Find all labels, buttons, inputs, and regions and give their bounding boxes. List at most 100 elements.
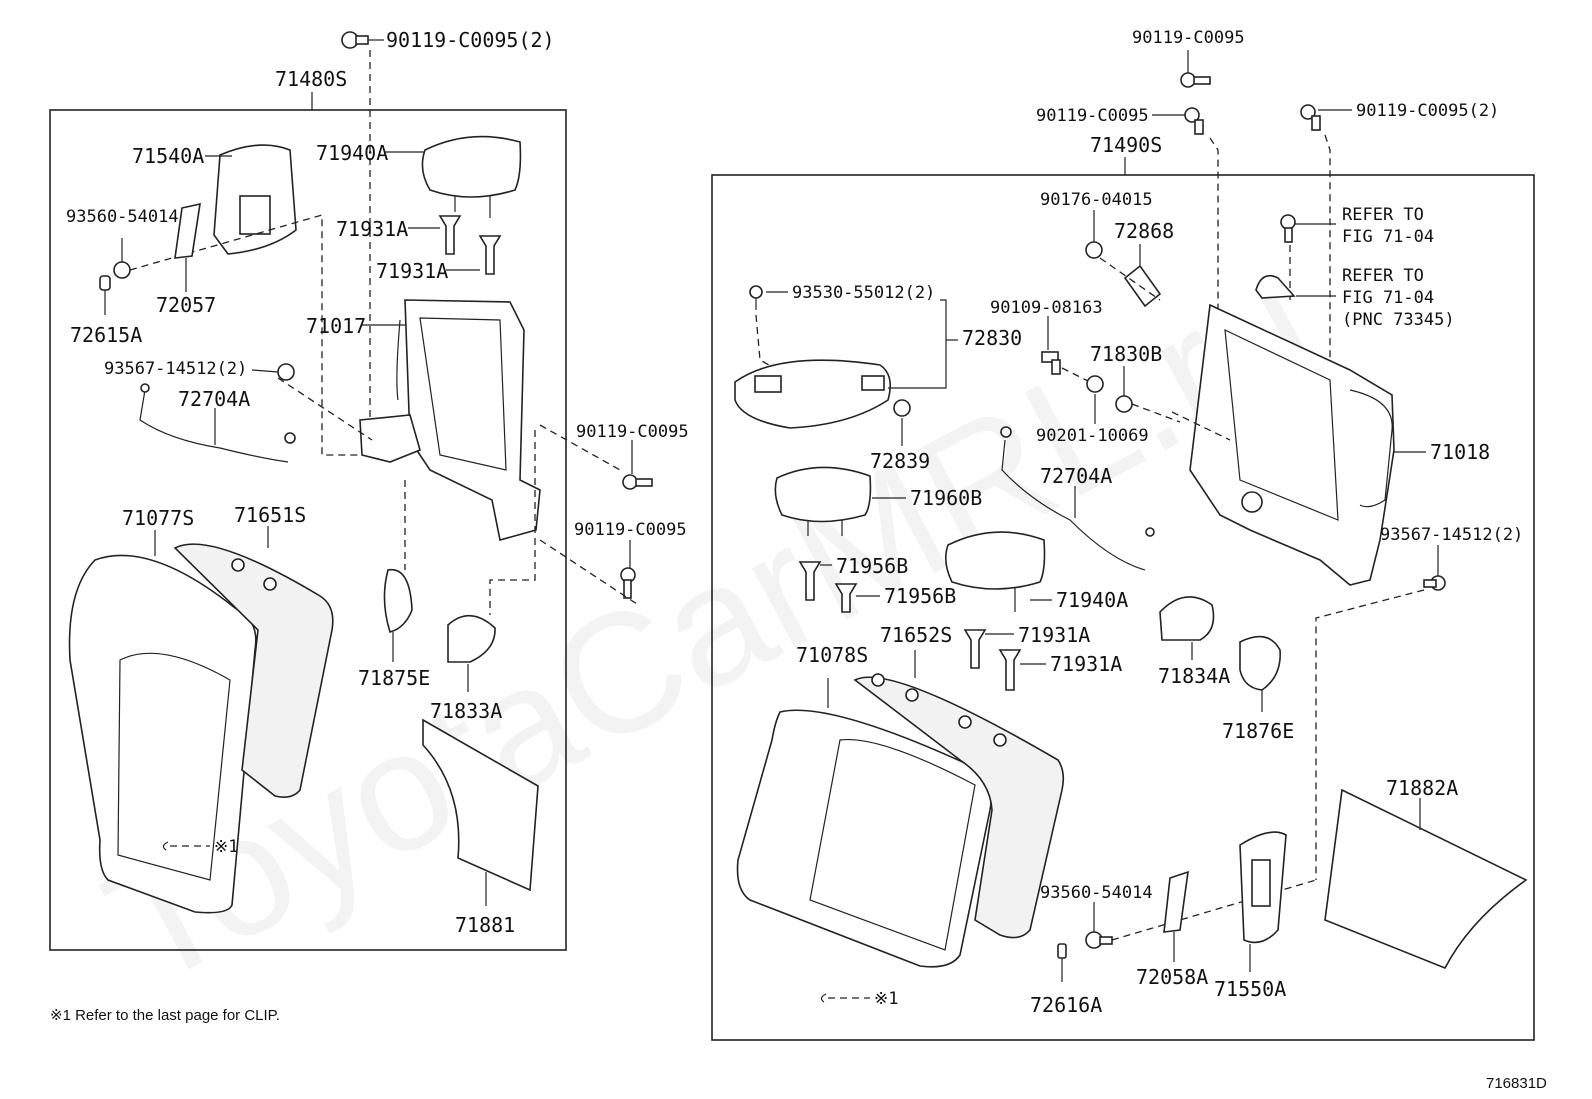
label-72839: 72839 xyxy=(870,449,930,473)
label-72058A: 72058A xyxy=(1136,965,1208,989)
label-71960B: 71960B xyxy=(910,486,982,510)
label-71876E: 71876E xyxy=(1222,719,1294,743)
label-90119-C0095-right-1: 90119-C0095 xyxy=(1132,28,1245,48)
label-71017: 71017 xyxy=(306,314,366,338)
label-93567-14512-left: 93567-14512(2) xyxy=(104,359,247,379)
screws-93530 xyxy=(749,285,788,371)
label-90176-04015: 90176-04015 xyxy=(1040,190,1153,210)
bezel-72058A xyxy=(1163,870,1189,962)
right-assembly-frame xyxy=(711,174,1535,1041)
label-90201-10069: 90201-10069 xyxy=(1036,426,1149,446)
bolt-top-left xyxy=(341,31,384,420)
headrest-part xyxy=(385,135,522,218)
left-assembly-number: 71480S xyxy=(275,67,347,91)
cover-71550A xyxy=(1239,831,1287,972)
board-71882A xyxy=(1324,788,1528,970)
label-71931A-right-1: 71931A xyxy=(1018,623,1090,647)
refer-note-2-line3: (PNC 73345) xyxy=(1342,310,1455,330)
clip-note-right xyxy=(820,993,870,1003)
seat-cover-right xyxy=(853,650,1065,939)
label-71830B: 71830B xyxy=(1090,342,1162,366)
label-71881: 71881 xyxy=(455,913,515,937)
left-assembly-label: 90119-C0095(2) xyxy=(386,28,555,52)
label-71875E: 71875E xyxy=(358,666,430,690)
seat-pad-right xyxy=(736,678,993,968)
left-assembly-group: 90119-C0095(2) 71480S 71540A 71940A xyxy=(49,28,689,951)
left-assembly-frame xyxy=(49,109,567,951)
bezel-part-left xyxy=(174,202,201,292)
seatback-frame-left xyxy=(359,299,541,542)
label-71651S: 71651S xyxy=(234,503,306,527)
guide-pair-left xyxy=(408,215,502,275)
label-71834A: 71834A xyxy=(1158,664,1230,688)
clip-note-right-text: ※1 xyxy=(874,989,898,1009)
nut-90176 xyxy=(1085,210,1103,259)
label-71956B-2: 71956B xyxy=(884,584,956,608)
label-72868: 72868 xyxy=(1114,219,1174,243)
refer-part-2 xyxy=(1255,274,1336,299)
label-72615A: 72615A xyxy=(70,323,142,347)
clip-part-left xyxy=(99,275,111,315)
bush-71830B xyxy=(1115,366,1133,413)
label-71550A: 71550A xyxy=(1214,977,1286,1001)
right-assembly-number: 71490S xyxy=(1090,133,1162,157)
cover-71833A-left xyxy=(447,614,496,692)
bracket-72868 xyxy=(1099,244,1162,308)
seatback-frame-right xyxy=(1171,303,1426,586)
label-93560-54014-left: 93560-54014 xyxy=(66,207,179,227)
bolt-top-right-1 xyxy=(1180,50,1211,88)
label-71882A: 71882A xyxy=(1386,776,1458,800)
cable-part-left xyxy=(139,383,296,463)
washer-90201 xyxy=(1086,375,1181,424)
footnote: ※1 Refer to the last page for CLIP. xyxy=(50,1007,280,1024)
label-90109-08163: 90109-08163 xyxy=(990,298,1103,318)
guides-71931A-right xyxy=(963,629,1046,691)
label-93567-14512-right: 93567-14512(2) xyxy=(1380,525,1523,545)
bolt-90109 xyxy=(1041,316,1091,383)
cap-72839 xyxy=(893,399,911,446)
label-72704A-left: 72704A xyxy=(178,387,250,411)
refer-note-1-line1: REFER TO xyxy=(1342,205,1424,225)
label-90119-C0095-right-3: 90119-C0095(2) xyxy=(1356,101,1499,121)
label-72830: 72830 xyxy=(962,326,1022,350)
cover-71876E xyxy=(1239,635,1281,712)
board-71881 xyxy=(422,718,539,906)
figure-code: 716831D xyxy=(1486,1075,1547,1092)
screw-right xyxy=(1085,879,1317,949)
label-71540A: 71540A xyxy=(132,144,204,168)
label-90119-C0095-right-2: 90119-C0095 xyxy=(1036,106,1149,126)
clip-note-left xyxy=(162,841,210,851)
label-71018: 71018 xyxy=(1430,440,1490,464)
guides-71956B xyxy=(798,561,880,613)
right-assembly-group: 71490S 90119-C0095 90119-C0095 90119-C00… xyxy=(711,28,1535,1041)
cover-71875E-left xyxy=(383,568,413,662)
label-72704A-right: 72704A xyxy=(1040,464,1112,488)
label-71077S: 71077S xyxy=(122,506,194,530)
label-93530-55012: 93530-55012(2) xyxy=(792,283,935,303)
bolt-right-left-1 xyxy=(539,424,653,490)
label-72616A: 72616A xyxy=(1030,993,1102,1017)
label-71078S: 71078S xyxy=(796,643,868,667)
refer-bolt-1 xyxy=(1280,214,1336,300)
label-71931A-left-2: 71931A xyxy=(376,259,448,283)
label-71940A-right: 71940A xyxy=(1056,588,1128,612)
bolt-mid-right xyxy=(1315,545,1446,880)
seat-cover-left xyxy=(173,526,334,798)
clip-72616A xyxy=(1057,943,1067,982)
armrest-72830 xyxy=(734,299,958,429)
cover-71834A xyxy=(1159,596,1215,660)
screw-left-a xyxy=(113,214,390,456)
refer-note-1-line2: FIG 71-04 xyxy=(1342,227,1434,247)
label-71940A-left: 71940A xyxy=(316,141,388,165)
head-cover-part xyxy=(205,144,297,255)
bolt-right-left-2 xyxy=(539,539,641,607)
label-93560-54014-right: 93560-54014 xyxy=(1040,883,1153,903)
label-71652S: 71652S xyxy=(880,623,952,647)
label-71931A-left-1: 71931A xyxy=(336,217,408,241)
label-90119-C0095-left-1: 90119-C0095 xyxy=(576,422,689,442)
clip-note-left-text: ※1 xyxy=(214,837,238,857)
label-72057: 72057 xyxy=(156,293,216,317)
seat-pad-left xyxy=(68,530,257,914)
headrest-71960B xyxy=(774,466,906,536)
